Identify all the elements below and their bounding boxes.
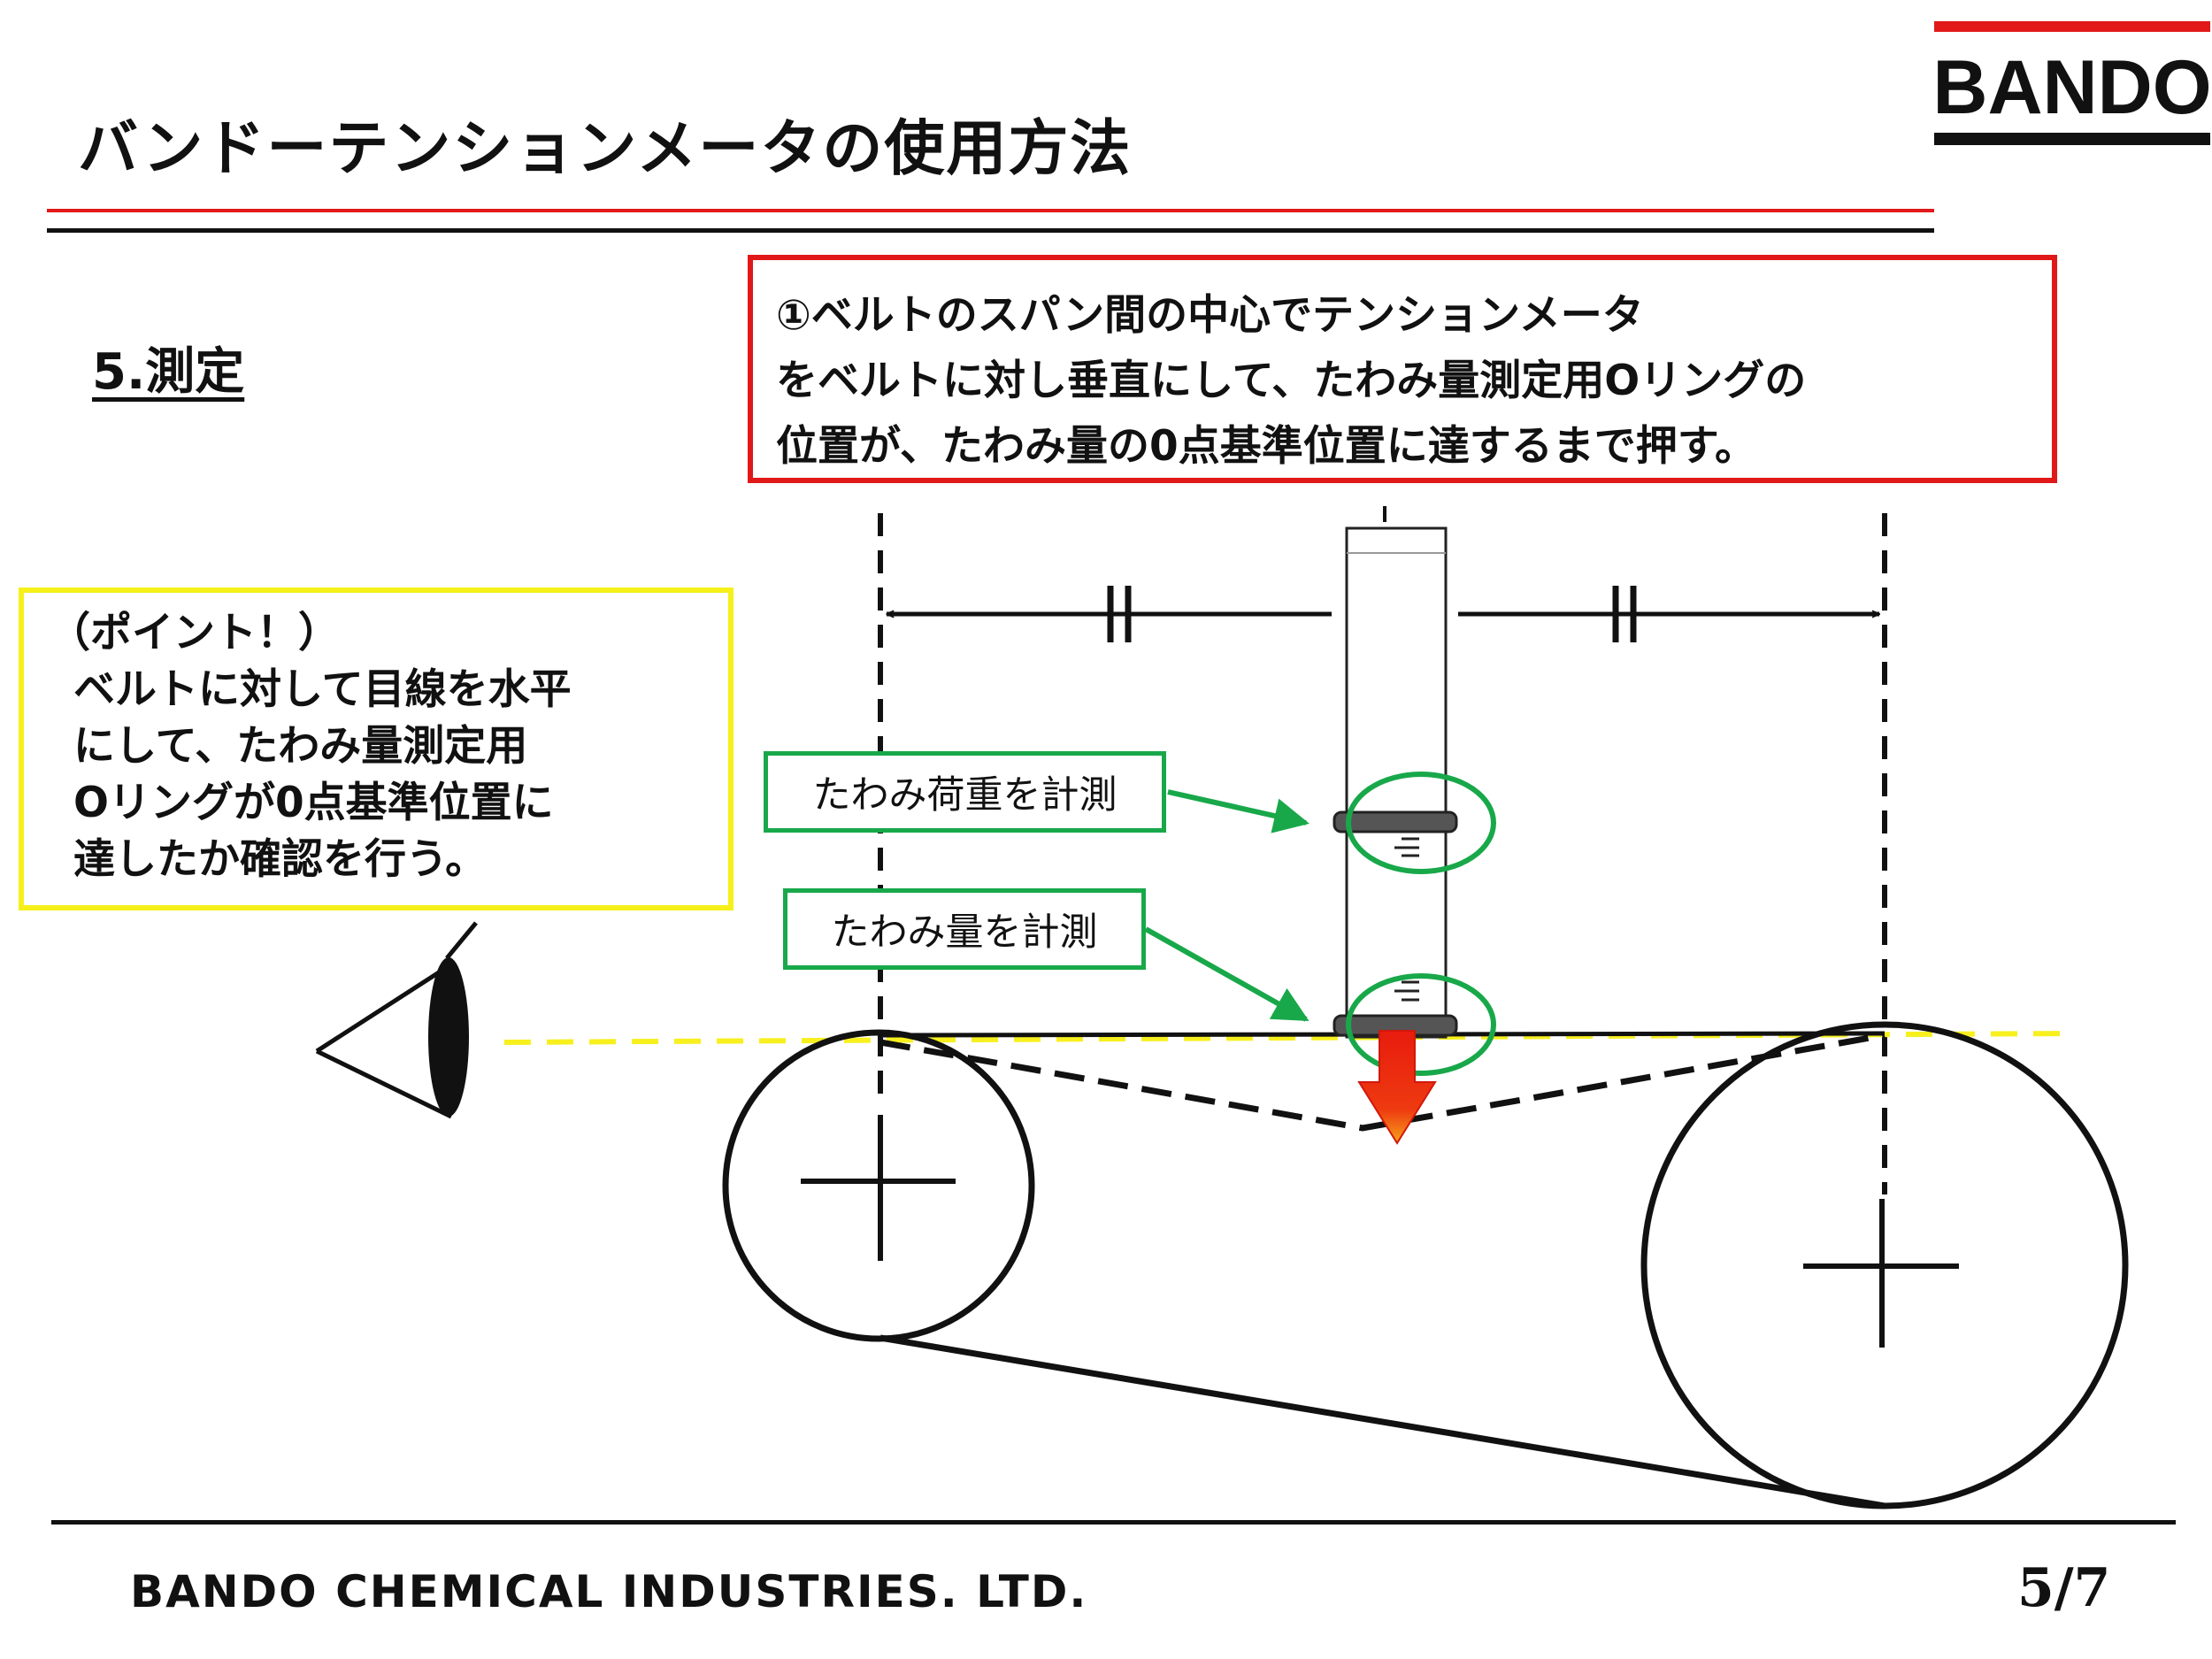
belt-deflected-span — [879, 1032, 1886, 1132]
page-number: 5/7 — [2017, 1557, 2111, 1619]
instruction-line: をベルトに対し垂直にして、たわみ量測定用Oリングの — [776, 357, 1807, 405]
scale-marks — [1394, 980, 1419, 1002]
point-line: Oリングが0点基準位置に — [73, 779, 554, 827]
point-box: （ポイント！） ベルトに対して目線を水平 にして、たわみ量測定用 Oリングが0点… — [19, 588, 733, 910]
load-callout: たわみ荷重を計測 — [764, 751, 1166, 833]
deflection-callout: たわみ量を計測 — [783, 888, 1146, 970]
section-title: 5.測定 — [92, 343, 245, 401]
eye-level-line — [503, 1031, 2071, 1045]
footer-rule — [51, 1520, 2176, 1525]
bando-logo: BANDO — [1934, 21, 2210, 145]
logo-top-bar — [1934, 21, 2210, 32]
load-ring-highlight — [1346, 772, 1496, 874]
company-name: BANDO CHEMICAL INDUSTRIES. LTD. — [130, 1566, 1088, 1617]
deflection-pointer-arrow — [1144, 926, 1310, 1022]
load-callout-label: たわみ荷重を計測 — [812, 773, 1118, 818]
eye-icon — [315, 921, 478, 1119]
scale-marks — [1394, 837, 1419, 857]
load-o-ring — [1333, 810, 1458, 833]
page-title: バンドーテンションメータの使用方法 — [78, 114, 1133, 184]
point-heading: （ポイント！） — [49, 609, 340, 657]
down-arrow-icon — [1357, 1030, 1437, 1145]
logo-bottom-bar — [1934, 133, 2210, 145]
instruction-line: 位置が、たわみ量の0点基準位置に達するまで押す。 — [776, 422, 1757, 471]
point-line: ベルトに対して目線を水平 — [73, 665, 572, 714]
belt-bottom-span — [879, 1334, 1886, 1509]
deflection-callout-label: たわみ量を計測 — [831, 910, 1098, 955]
equal-mark-right — [1612, 586, 1637, 642]
load-pointer-arrow — [1167, 789, 1310, 833]
instruction-line: ①ベルトのスパン間の中心でテンションメータ — [776, 291, 1644, 340]
point-line: にして、たわみ量測定用 — [73, 722, 528, 771]
tension-meter — [1333, 506, 1458, 1039]
equal-mark-left — [1107, 586, 1132, 642]
header-rule-black — [47, 228, 1934, 233]
instruction-box: ①ベルトのスパン間の中心でテンションメータ をベルトに対し垂直にして、たわみ量測… — [748, 255, 2057, 483]
logo-text: BANDO — [1934, 45, 2210, 130]
deflection-ring-highlight — [1346, 973, 1496, 1076]
header-rule-red — [47, 209, 1934, 212]
small-pulley — [722, 1029, 1035, 1342]
point-line: 達したか確認を行う。 — [73, 835, 488, 884]
